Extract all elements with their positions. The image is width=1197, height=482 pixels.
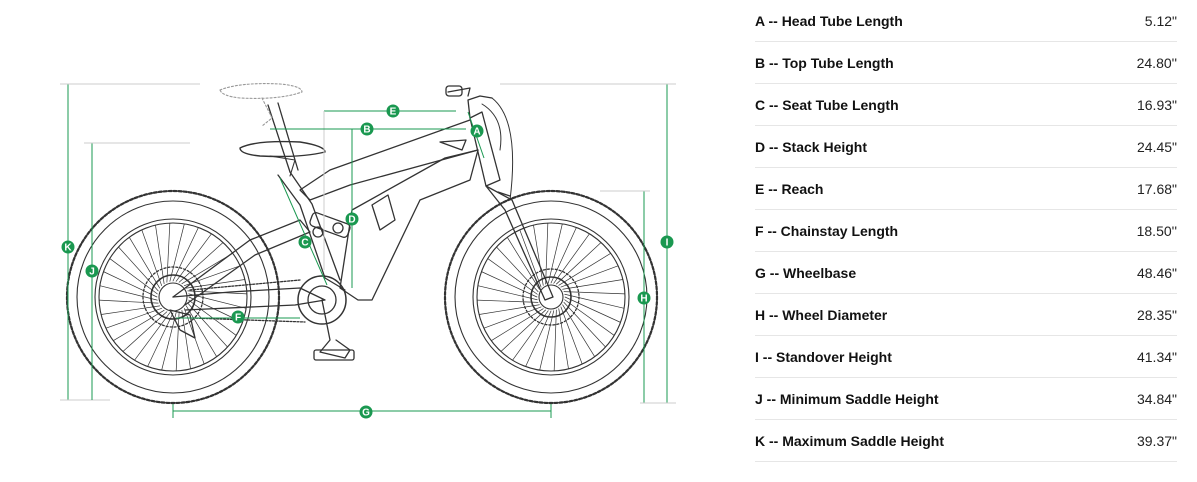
geometry-value: 5.12" — [1144, 12, 1177, 29]
geometry-value: 48.46" — [1136, 264, 1177, 281]
geometry-value: 16.93" — [1136, 96, 1177, 113]
geometry-label: A -- Head Tube Length — [755, 12, 903, 29]
front-wheel — [443, 189, 659, 405]
geometry-row-g: G -- Wheelbase 48.46" — [755, 252, 1177, 294]
svg-text:E: E — [390, 107, 397, 118]
svg-text:D: D — [348, 215, 355, 226]
geometry-row-h: H -- Wheel Diameter 28.35" — [755, 294, 1177, 336]
geometry-row-c: C -- Seat Tube Length 16.93" — [755, 84, 1177, 126]
geometry-value: 24.45" — [1136, 138, 1177, 155]
saddle — [219, 83, 326, 177]
svg-text:G: G — [362, 408, 370, 419]
svg-text:J: J — [89, 267, 95, 278]
svg-text:F: F — [235, 313, 241, 324]
bike-line-drawing — [65, 83, 659, 405]
geometry-value: 28.35" — [1136, 306, 1177, 323]
geometry-label: D -- Stack Height — [755, 138, 868, 155]
geometry-value: 17.68" — [1136, 180, 1177, 197]
dim-line-c — [279, 177, 328, 286]
dim-badge-a: A — [470, 124, 484, 138]
geometry-row-k: K -- Maximum Saddle Height 39.37" — [755, 420, 1177, 462]
svg-text:B: B — [363, 125, 370, 136]
svg-text:A: A — [473, 127, 480, 138]
dim-badge-h: H — [637, 291, 651, 305]
dim-badge-d: D — [345, 212, 359, 226]
geometry-value: 39.37" — [1136, 432, 1177, 449]
geometry-label: F -- Chainstay Length — [755, 222, 899, 239]
dim-badge-c: C — [298, 235, 312, 249]
geometry-label: B -- Top Tube Length — [755, 54, 894, 71]
dim-badge-i: I — [660, 235, 674, 249]
geometry-label: G -- Wheelbase — [755, 264, 857, 281]
geometry-row-j: J -- Minimum Saddle Height 34.84" — [755, 378, 1177, 420]
geometry-label: K -- Maximum Saddle Height — [755, 432, 945, 449]
geometry-value: 41.34" — [1136, 348, 1177, 365]
geometry-label: C -- Seat Tube Length — [755, 96, 899, 113]
geometry-row-e: E -- Reach 17.68" — [755, 168, 1177, 210]
geometry-value: 18.50'' — [1136, 222, 1177, 239]
geometry-row-b: B -- Top Tube Length 24.80'' — [755, 42, 1177, 84]
handlebar — [439, 85, 514, 201]
geometry-label: I -- Standover Height — [755, 348, 892, 365]
svg-text:K: K — [64, 243, 72, 254]
geometry-row-i: I -- Standover Height 41.34" — [755, 336, 1177, 378]
geometry-row-f: F -- Chainstay Length 18.50'' — [755, 210, 1177, 252]
frame — [142, 111, 580, 361]
svg-text:I: I — [666, 238, 669, 249]
dim-badge-f: F — [231, 310, 245, 324]
geometry-table: A -- Head Tube Length 5.12" B -- Top Tube … — [755, 0, 1177, 462]
dim-badge-e: E — [386, 104, 400, 118]
geometry-value: 24.80'' — [1136, 54, 1177, 71]
geometry-row-d: D -- Stack Height 24.45" — [755, 126, 1177, 168]
dim-badge-g: G — [359, 405, 373, 419]
bike-geometry-diagram: A B C D E F G H I J K — [60, 83, 676, 419]
geometry-row-a: A -- Head Tube Length 5.12" — [755, 0, 1177, 42]
geometry-label: H -- Wheel Diameter — [755, 306, 888, 323]
geometry-label: J -- Minimum Saddle Height — [755, 390, 939, 407]
svg-text:H: H — [640, 294, 647, 305]
svg-text:C: C — [301, 238, 308, 249]
dim-badge-k: K — [61, 240, 75, 254]
geometry-value: 34.84" — [1136, 390, 1177, 407]
dim-badge-b: B — [360, 122, 374, 136]
geometry-label: E -- Reach — [755, 180, 824, 197]
dim-badge-j: J — [85, 264, 99, 278]
